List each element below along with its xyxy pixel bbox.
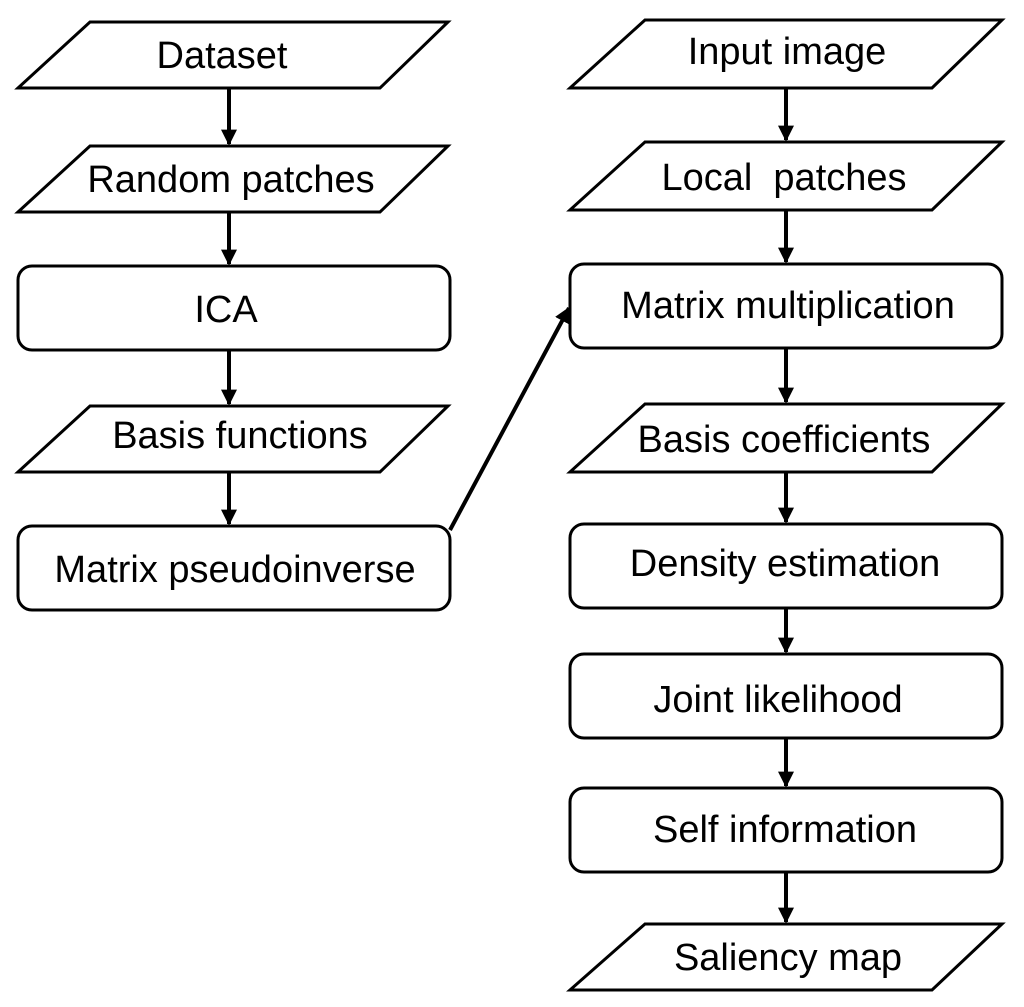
basis-coefficients-label: Basis coefficients [638, 419, 931, 461]
saliency-map-node: Saliency map [566, 922, 1006, 992]
basis-coefficients-node: Basis coefficients [566, 402, 1006, 474]
joint-likelihood-label: Joint likelihood [653, 679, 902, 721]
matrix-multiplication-node: Matrix multiplication [568, 262, 1004, 350]
dataset-node: Dataset [14, 20, 452, 90]
matrix-pseudoinverse-node: Matrix pseudoinverse [16, 524, 452, 612]
self-information-node: Self information [568, 786, 1004, 874]
matrix-pseudoinverse-label: Matrix pseudoinverse [54, 549, 415, 591]
random-patches-node: Random patches [14, 144, 452, 214]
basis-functions-label: Basis functions [112, 415, 368, 457]
ica-label: ICA [194, 289, 258, 331]
joint-likelihood-node: Joint likelihood [568, 652, 1004, 740]
random-patches-label: Random patches [87, 159, 374, 201]
local-patches-node: Local patches [566, 140, 1006, 212]
density-estimation-label: Density estimation [630, 543, 940, 585]
dataset-label: Dataset [157, 35, 288, 77]
density-estimation-node: Density estimation [568, 522, 1004, 610]
ica-node: ICA [16, 264, 452, 352]
local-patches-label: Local patches [661, 157, 906, 199]
arrow-pseudoinverse-to-matrix-multiplication [448, 306, 571, 531]
self-information-label: Self information [653, 809, 917, 851]
basis-functions-node: Basis functions [14, 404, 452, 474]
input-image-node: Input image [566, 18, 1006, 90]
matrix-multiplication-label: Matrix multiplication [621, 285, 955, 327]
input-image-label: Input image [688, 31, 887, 73]
saliency-map-label: Saliency map [674, 937, 902, 979]
